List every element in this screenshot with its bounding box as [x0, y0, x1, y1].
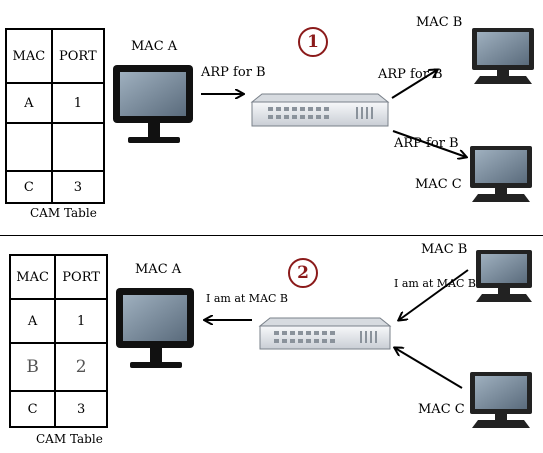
cam-cell-mac-learned: B	[8, 342, 57, 392]
cam-cell-port	[50, 122, 106, 172]
arp-request-label: ARP for B	[201, 65, 266, 80]
pc-icon	[472, 28, 534, 84]
cam-cell-mac: C	[8, 390, 57, 428]
cam-table-caption: CAM Table	[36, 432, 103, 446]
monitor-icon	[116, 288, 194, 368]
step-badge-1: 1	[298, 27, 328, 57]
cam-cell-mac: C	[5, 170, 53, 204]
cam-cell-mac: A	[8, 298, 57, 344]
cam-cell-port: 3	[50, 170, 106, 204]
cam-header-mac: MAC	[5, 28, 53, 84]
reply-to-a-label: I am at MAC B	[206, 292, 289, 305]
arrow-b-to-switch	[399, 269, 469, 320]
host-c-label: MAC C	[415, 177, 462, 192]
cam-cell-port: 3	[54, 390, 108, 428]
monitor-icon	[113, 65, 193, 143]
host-a-label: MAC A	[135, 262, 182, 277]
reply-from-b-label: I am at MAC B	[394, 277, 477, 290]
pc-icon	[476, 250, 532, 302]
pc-icon	[470, 372, 532, 428]
host-a-label: MAC A	[131, 39, 178, 54]
cam-cell-port: 1	[50, 82, 106, 124]
cam-table-2: MAC PORT A 1 B 2 C 3	[8, 254, 108, 428]
cam-cell-port: 1	[54, 298, 108, 344]
cam-table-caption: CAM Table	[30, 206, 97, 220]
cam-cell-mac	[5, 122, 53, 172]
step-number: 2	[297, 263, 309, 283]
switch-icon	[250, 93, 390, 127]
cam-header-port: PORT	[50, 28, 106, 84]
step-number: 1	[307, 32, 319, 52]
step-badge-2: 2	[288, 258, 318, 288]
host-b-label: MAC B	[416, 15, 463, 30]
host-b-label: MAC B	[421, 242, 468, 257]
arrow-c-to-switch	[395, 348, 463, 389]
cam-cell-mac: A	[5, 82, 53, 124]
pc-icon	[470, 146, 532, 202]
cam-header-port: PORT	[54, 254, 108, 300]
cam-header-mac: MAC	[8, 254, 57, 300]
host-c-label: MAC C	[418, 402, 465, 417]
scene-divider	[0, 235, 543, 236]
switch-icon	[258, 317, 392, 350]
arrow-switch-to-b	[391, 70, 437, 99]
arp-flood-to-b-label: ARP for B	[378, 67, 443, 82]
cam-table-1: MAC PORT A 1 C 3	[5, 28, 106, 204]
cam-cell-port-learned: 2	[54, 342, 108, 392]
arrow-switch-to-c	[392, 130, 466, 157]
